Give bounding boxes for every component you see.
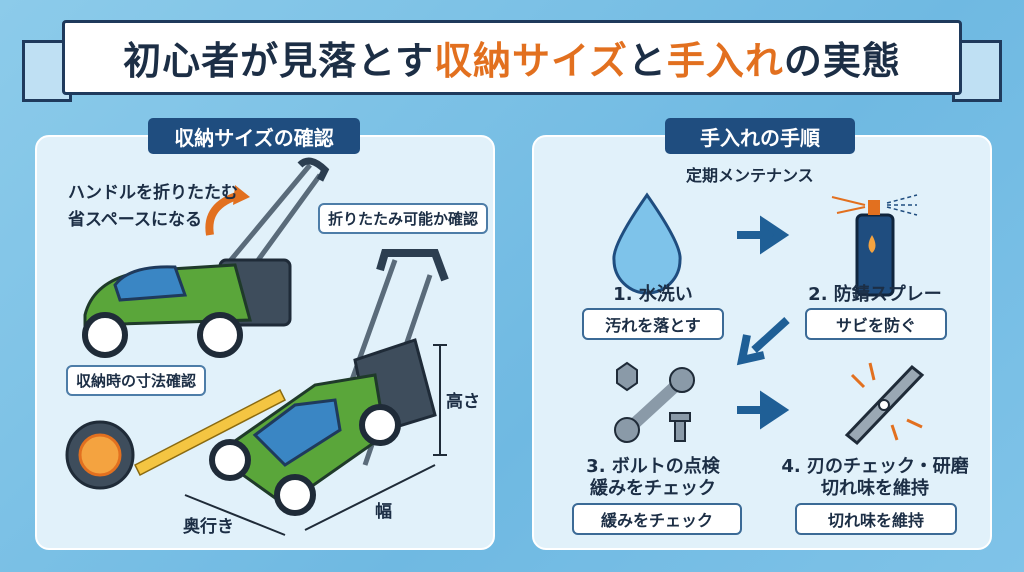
step-4-subtitle: 切れ味を維持 [821, 478, 929, 499]
step-1-title: 1. 水洗い [613, 284, 693, 305]
step-2-title: 2. 防錆スプレー [808, 284, 942, 305]
label-width: 幅 [375, 502, 392, 522]
step-3-box: 緩みをチェック [572, 503, 742, 535]
spray-can-icon [831, 194, 918, 297]
title-text: と [627, 39, 667, 83]
step-4-title: 4. 刃のチェック・研磨 [781, 456, 969, 477]
tape-measure-icon [65, 388, 287, 490]
title-highlight-storage: 収納サイズ [433, 39, 628, 83]
folded-mower [82, 157, 330, 358]
label-height: 高さ [446, 392, 480, 412]
lawnmower-illustration [65, 157, 449, 536]
wrench-bolt-icon [614, 361, 695, 443]
step-3-title: 3. ボルトの点検 [586, 456, 720, 477]
step-4-box: 切れ味を維持 [795, 503, 957, 535]
title-banner: 初心者が見落とす収納サイズと手入れの実態 [62, 20, 962, 95]
blade-icon [844, 362, 925, 446]
step-1-box: 汚れを落とす [582, 308, 724, 340]
step-3-subtitle: 緩みをチェック [590, 478, 716, 499]
label-depth: 奥行き [183, 517, 234, 537]
measured-mower [209, 249, 449, 516]
title-highlight-care: 手入れ [666, 39, 784, 83]
fold-text-line2: 省スペースになる [68, 210, 202, 230]
arrow-right-icon [737, 390, 790, 430]
callout-measure-check: 収納時の寸法確認 [66, 365, 207, 396]
maintenance-icons [612, 192, 925, 446]
arrow-down-left-icon [736, 317, 790, 366]
storage-heading: 収納サイズの確認 [148, 118, 360, 154]
water-drop-icon [612, 192, 682, 295]
callout-foldable-check: 折りたたみ可能か確認 [318, 203, 489, 234]
height-dimension-line [433, 344, 447, 456]
step-2-box: サビを防ぐ [805, 308, 947, 340]
width-depth-dimension-lines [184, 464, 436, 536]
title-text: 初心者が見落とす [123, 39, 434, 83]
fold-text-line1: ハンドルを折りたたむ [68, 183, 238, 203]
maintenance-heading: 手入れの手順 [665, 118, 855, 154]
arrow-right-icon [737, 215, 790, 255]
maintenance-subheading: 定期メンテナンス [686, 166, 814, 185]
title-text: の実態 [783, 39, 901, 83]
